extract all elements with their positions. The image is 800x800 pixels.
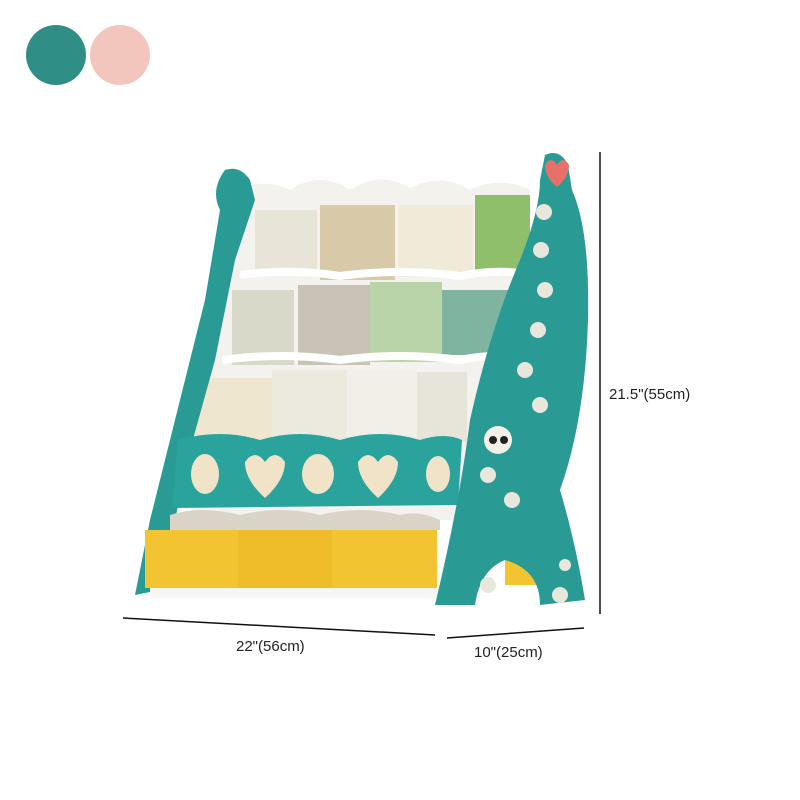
screw-caps xyxy=(480,204,571,603)
left-side-panel xyxy=(135,168,255,595)
depth-dimension-line xyxy=(446,627,585,639)
color-swatch-teal[interactable] xyxy=(26,25,86,85)
giraffe-side-panel xyxy=(435,152,589,606)
eye-icon xyxy=(484,426,512,454)
book-shelf-body xyxy=(190,179,531,520)
width-dimension-line xyxy=(122,617,436,636)
heart-cutouts xyxy=(191,454,450,498)
width-label: 22"(56cm) xyxy=(236,638,305,655)
heart-icon xyxy=(545,160,569,187)
height-label: 21.5"(55cm) xyxy=(609,386,691,403)
depth-label: 10"(25cm) xyxy=(474,644,543,661)
color-swatch-pink[interactable] xyxy=(90,25,150,85)
